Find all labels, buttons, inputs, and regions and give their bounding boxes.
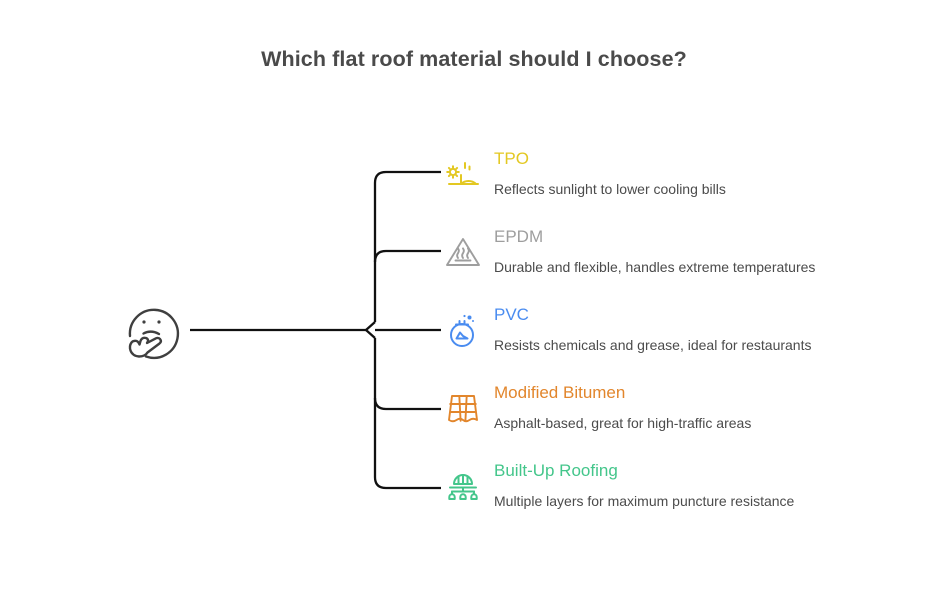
branch-text-epdm: EPDM Durable and flexible, handles extre… (494, 226, 909, 277)
branch-label-epdm: EPDM (494, 227, 544, 246)
branch-item-epdm[interactable]: EPDM Durable and flexible, handles extre… (443, 226, 913, 294)
branch-item-pvc[interactable]: PVC Resists chemicals and grease, ideal … (443, 304, 913, 372)
branch-label-tpo: TPO (494, 149, 529, 168)
branch-desc-pvc: Resists chemicals and grease, ideal for … (494, 337, 812, 353)
branch-label-modified-bitumen: Modified Bitumen (494, 383, 626, 402)
layered-dome-roof-icon (443, 466, 483, 506)
branch-text-tpo: TPO Reflects sunlight to lower cooling b… (494, 148, 909, 199)
branch-text-pvc: PVC Resists chemicals and grease, ideal … (494, 304, 909, 355)
sun-over-roof-dome-icon (443, 154, 483, 194)
branch-text-built-up-roofing: Built-Up Roofing Multiple layers for max… (494, 460, 909, 511)
branch-desc-epdm: Durable and flexible, handles extreme te… (494, 259, 816, 275)
chemical-flask-icon (443, 310, 483, 350)
thinking-face-icon[interactable] (118, 296, 186, 364)
page-title: Which flat roof material should I choose… (261, 47, 687, 71)
branch-item-built-up-roofing[interactable]: Built-Up Roofing Multiple layers for max… (443, 460, 913, 528)
hot-surface-warning-triangle-icon (443, 232, 483, 272)
branch-item-modified-bitumen[interactable]: Modified Bitumen Asphalt-based, great fo… (443, 382, 913, 450)
branch-desc-tpo: Reflects sunlight to lower cooling bills (494, 181, 726, 197)
branch-desc-modified-bitumen: Asphalt-based, great for high-traffic ar… (494, 415, 752, 431)
branch-item-tpo[interactable]: TPO Reflects sunlight to lower cooling b… (443, 148, 913, 216)
asphalt-tile-grid-icon (443, 388, 483, 428)
branch-text-modified-bitumen: Modified Bitumen Asphalt-based, great fo… (494, 382, 909, 433)
branch-desc-built-up-roofing: Multiple layers for maximum puncture res… (494, 493, 795, 509)
branch-label-built-up-roofing: Built-Up Roofing (494, 461, 618, 480)
branch-label-pvc: PVC (494, 305, 529, 324)
